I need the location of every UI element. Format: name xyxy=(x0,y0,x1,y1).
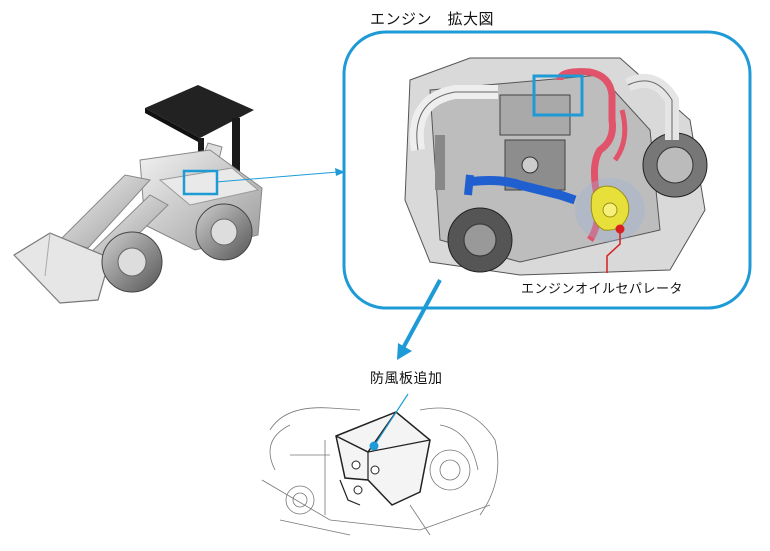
wheel-loader-illustration xyxy=(13,85,263,304)
detail-arrow xyxy=(400,279,442,351)
engine-zoom-title: エンジン 拡大図 xyxy=(370,10,495,28)
windshield-location-box xyxy=(532,74,584,117)
windshield-plate-label: 防風板追加 xyxy=(370,371,443,387)
connector-line xyxy=(215,171,339,183)
engine-location-box xyxy=(182,169,219,196)
windshield-detail-illustration xyxy=(261,393,499,536)
engine-illustration xyxy=(404,57,708,276)
engine-zoom-panel xyxy=(342,30,752,310)
separator-callout-line xyxy=(606,229,621,273)
oil-separator-label: エンジンオイルセパレータ xyxy=(521,282,684,297)
windshield-callout-line xyxy=(373,393,409,447)
